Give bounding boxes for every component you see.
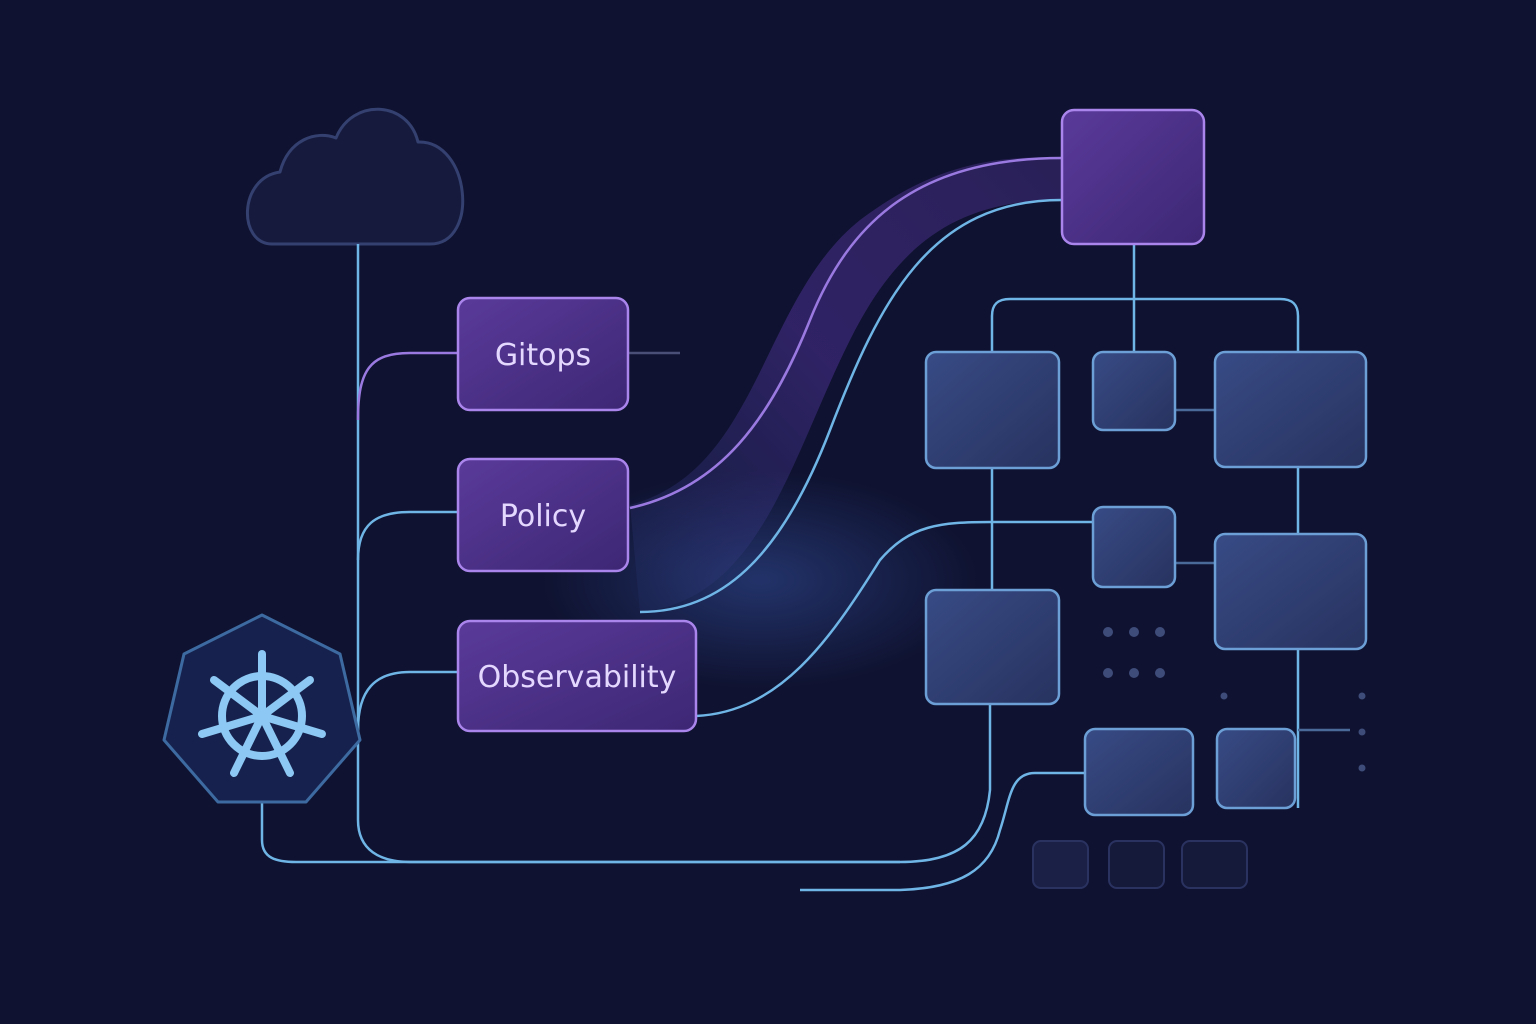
ribbon	[630, 157, 1062, 612]
node-faded	[1108, 840, 1165, 889]
node	[1213, 350, 1368, 469]
node	[1091, 505, 1177, 589]
left-connectors	[260, 244, 1085, 892]
node	[1091, 350, 1177, 432]
module-gitops-label: Gitops	[495, 338, 591, 373]
module-observability-label: Observability	[478, 660, 677, 695]
node	[1083, 727, 1195, 817]
faded-nodes	[1032, 840, 1248, 889]
cloud-icon	[246, 107, 465, 246]
node-faded	[1181, 840, 1248, 889]
node-grid	[924, 350, 1368, 817]
node	[1215, 727, 1297, 810]
grid-connectors	[990, 244, 1350, 808]
dot-grid	[1103, 627, 1366, 772]
module-policy[interactable]: Policy	[456, 457, 630, 573]
node-faded	[1032, 840, 1089, 889]
module-observability[interactable]: Observability	[456, 619, 698, 733]
node	[924, 588, 1061, 706]
module-policy-label: Policy	[500, 499, 586, 534]
module-gitops[interactable]: Gitops	[456, 296, 630, 412]
cloud-connectors	[629, 156, 1093, 718]
kubernetes-helm-icon	[198, 650, 326, 777]
node	[924, 350, 1061, 470]
node	[1213, 532, 1368, 651]
node-top	[1060, 108, 1206, 246]
